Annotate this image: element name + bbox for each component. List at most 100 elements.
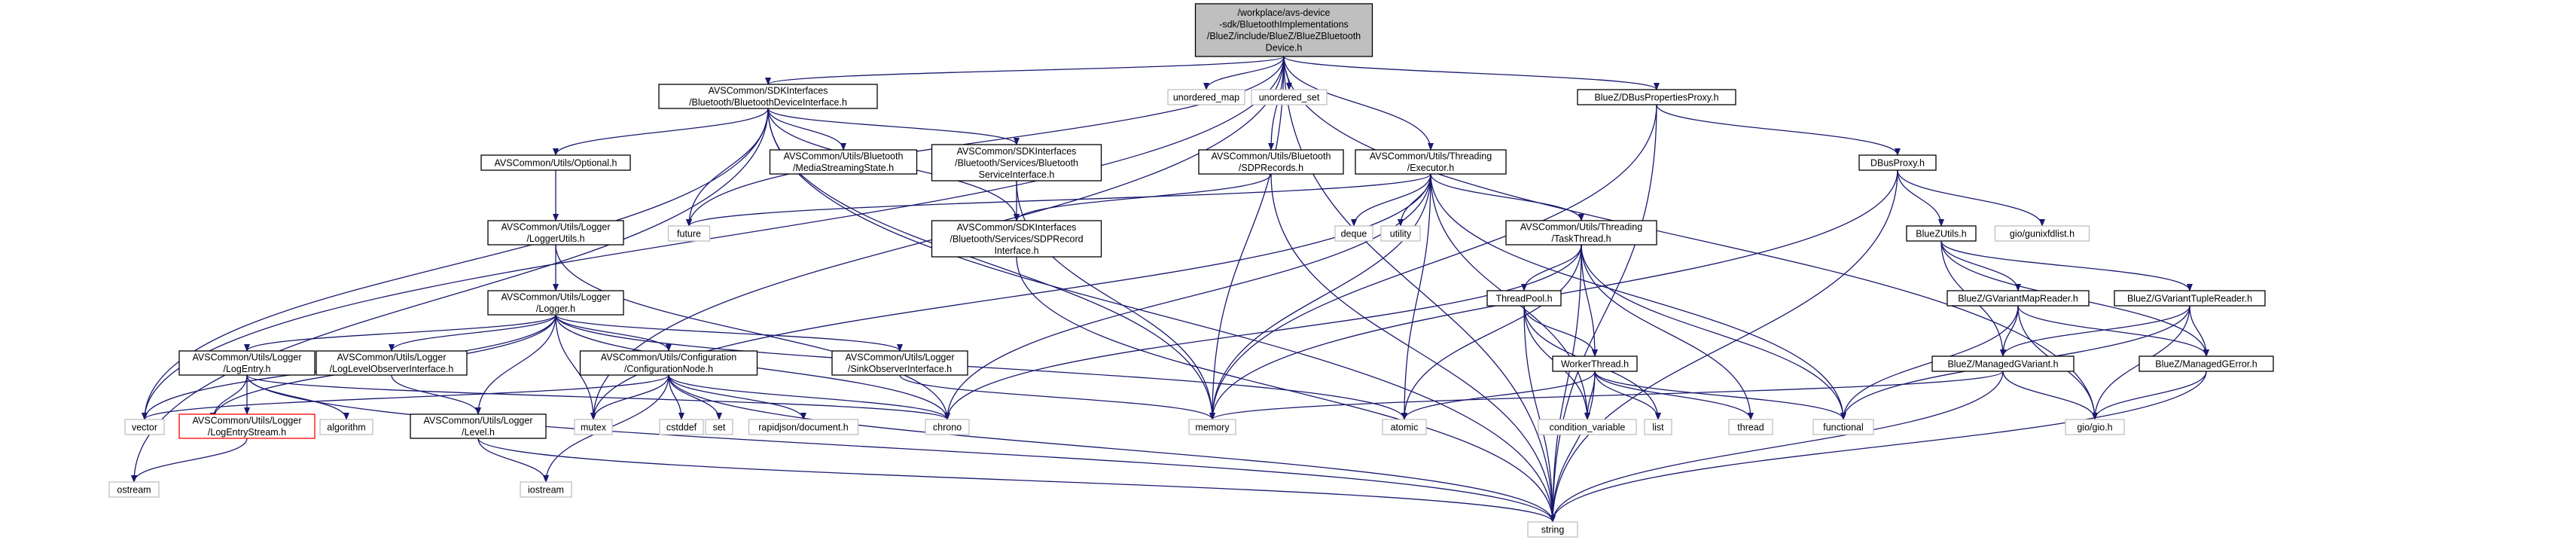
node-label: AVSCommon/Utils/Logger — [501, 292, 611, 303]
node-box — [748, 419, 859, 435]
node-box — [1728, 419, 1773, 435]
edge-loglevelobs-to-level — [391, 374, 481, 415]
node-algorithm[interactable]: algorithm — [319, 419, 373, 435]
node-gvtuple[interactable]: BlueZ/GVariantTupleReader.h — [2114, 290, 2266, 307]
node-cstddef[interactable]: cstddef — [659, 419, 704, 435]
edge-taskthread-to-chrono — [944, 244, 1582, 420]
edge-sdprecords-to-string — [1270, 173, 1556, 523]
edge-gvmap-to-functional — [1840, 305, 2019, 420]
node-atomic[interactable]: atomic — [1382, 419, 1427, 435]
node-label: AVSCommon/Utils/Bluetooth — [1212, 151, 1331, 162]
node-sdprecords[interactable]: AVSCommon/Utils/Bluetooth/SDPRecords.h — [1198, 149, 1344, 175]
node-iostream[interactable]: iostream — [520, 481, 572, 498]
edges-layer — [131, 56, 2209, 523]
node-mutex[interactable]: mutex — [574, 419, 613, 435]
node-future[interactable]: future — [667, 225, 711, 242]
node-vector[interactable]: vector — [124, 419, 165, 435]
edge-executor-to-mutex — [590, 173, 1431, 420]
node-executor[interactable]: AVSCommon/Utils/Threading/Executor.h — [1355, 149, 1507, 175]
node-label: /BlueZ/include/BlueZ/BlueZBluetooth — [1207, 31, 1361, 41]
node-label: AVSCommon/SDKInterfaces — [957, 146, 1077, 157]
node-taskthread[interactable]: AVSCommon/Utils/Threading/TaskThread.h — [1505, 220, 1657, 246]
node-logger[interactable]: AVSCommon/Utils/Logger/Logger.h — [487, 290, 624, 316]
node-level[interactable]: AVSCommon/Utils/Logger/Level.h — [410, 413, 547, 439]
node-box — [178, 350, 316, 376]
node-functional[interactable]: functional — [1812, 419, 1874, 435]
node-label: /workplace/avs-device — [1238, 8, 1331, 18]
edge-taskthread-to-atomic — [1401, 244, 1582, 420]
node-bdi[interactable]: AVSCommon/SDKInterfaces/Bluetooth/Blueto… — [658, 84, 878, 109]
node-set[interactable]: set — [705, 419, 733, 435]
node-label: gio/gunixfdlist.h — [2010, 228, 2075, 239]
node-label: iostream — [528, 484, 564, 495]
node-managedgvariant[interactable]: BlueZ/ManagedGVariant.h — [1931, 355, 2075, 372]
node-box — [316, 350, 468, 376]
node-giounix[interactable]: gio/gunixfdlist.h — [1994, 225, 2090, 242]
edge-root-to-bdi — [765, 56, 1285, 85]
node-giogio[interactable]: gio/gio.h — [2065, 419, 2125, 435]
node-loglevelobs[interactable]: AVSCommon/Utils/Logger/LogLevelObserverI… — [316, 350, 468, 376]
node-box — [1505, 220, 1657, 246]
node-chrono[interactable]: chrono — [925, 419, 970, 435]
node-memory[interactable]: memory — [1188, 419, 1236, 435]
node-msstate[interactable]: AVSCommon/Utils/Bluetooth/MediaStreaming… — [769, 149, 918, 175]
edge-root-to-future — [686, 56, 1285, 227]
edge-bdi-to-msstate — [767, 108, 846, 151]
node-root: /workplace/avs-device-sdk/BluetoothImple… — [1194, 3, 1373, 57]
node-label: AVSCommon/SDKInterfaces — [957, 222, 1077, 233]
node-box — [178, 413, 316, 439]
node-label: /LogEntry.h — [223, 364, 270, 374]
edge-logger-to-mutex — [555, 314, 596, 420]
node-logentrystream[interactable]: AVSCommon/Utils/Logger/LogEntryStream.h — [178, 413, 316, 439]
edge-threadpool-to-workerthread — [1523, 305, 1598, 357]
node-sinkobs[interactable]: AVSCommon/Utils/Logger/SinkObserverInter… — [831, 350, 968, 376]
node-label: /LogLevelObserverInterface.h — [330, 364, 454, 374]
node-box — [1355, 149, 1507, 175]
node-label: AVSCommon/Utils/Threading — [1520, 222, 1642, 233]
node-dbusproxy[interactable]: DBusProxy.h — [1858, 154, 1937, 171]
node-optional[interactable]: AVSCommon/Utils/Optional.h — [480, 154, 631, 171]
node-condvar[interactable]: condition_variable — [1538, 419, 1637, 435]
node-workerthread[interactable]: WorkerThread.h — [1552, 355, 1638, 372]
node-thread[interactable]: thread — [1728, 419, 1773, 435]
node-unordered_set[interactable]: unordered_set — [1251, 89, 1328, 105]
node-dbus_props[interactable]: BlueZ/DBusPropertiesProxy.h — [1577, 89, 1736, 105]
node-box — [1906, 225, 1977, 242]
node-managedgerror[interactable]: BlueZ/ManagedGError.h — [2139, 355, 2274, 372]
edge-root-to-unordered_map — [1203, 56, 1285, 90]
node-box — [931, 144, 1102, 182]
node-box — [1194, 3, 1373, 57]
node-label: memory — [1195, 422, 1230, 432]
edge-logger-to-logentry — [244, 314, 556, 352]
node-label: functional — [1823, 422, 1864, 432]
node-label: WorkerThread.h — [1561, 358, 1629, 369]
node-label: AVSCommon/Utils/Threading — [1370, 151, 1492, 162]
node-string[interactable]: string — [1527, 521, 1578, 538]
node-logentry[interactable]: AVSCommon/Utils/Logger/LogEntry.h — [178, 350, 316, 376]
node-box — [659, 419, 704, 435]
node-box — [124, 419, 165, 435]
node-sdprecord_if[interactable]: AVSCommon/SDKInterfaces/Bluetooth/Servic… — [931, 220, 1102, 258]
edge-dbus_props-to-string — [1550, 104, 1657, 523]
node-deque[interactable]: deque — [1334, 225, 1373, 242]
node-label: AVSCommon/Utils/Bluetooth — [784, 151, 904, 162]
node-label: unordered_map — [1173, 92, 1239, 102]
node-loggerutils[interactable]: AVSCommon/Utils/Logger/LoggerUtils.h — [487, 220, 624, 246]
node-bluezutils[interactable]: BlueZUtils.h — [1906, 225, 1977, 242]
node-box — [925, 419, 970, 435]
node-ostream[interactable]: ostream — [108, 481, 160, 498]
node-box — [705, 419, 733, 435]
node-unordered_map[interactable]: unordered_map — [1167, 89, 1245, 105]
edge-taskthread-to-thread — [1581, 244, 1754, 420]
node-confignode[interactable]: AVSCommon/Utils/Configuration/Configurat… — [579, 350, 758, 376]
node-box — [1167, 89, 1245, 105]
node-rapidjson[interactable]: rapidjson/document.h — [748, 419, 859, 435]
node-gvmap[interactable]: BlueZ/GVariantMapReader.h — [1946, 290, 2090, 307]
node-label: /SDPRecords.h — [1239, 163, 1303, 173]
node-threadpool[interactable]: ThreadPool.h — [1486, 290, 1562, 307]
edge-executor-to-memory — [1209, 173, 1431, 420]
node-bsi[interactable]: AVSCommon/SDKInterfaces/Bluetooth/Servic… — [931, 144, 1102, 182]
node-list[interactable]: list — [1644, 419, 1672, 435]
node-box — [1552, 355, 1638, 372]
node-utility[interactable]: utility — [1380, 225, 1421, 242]
